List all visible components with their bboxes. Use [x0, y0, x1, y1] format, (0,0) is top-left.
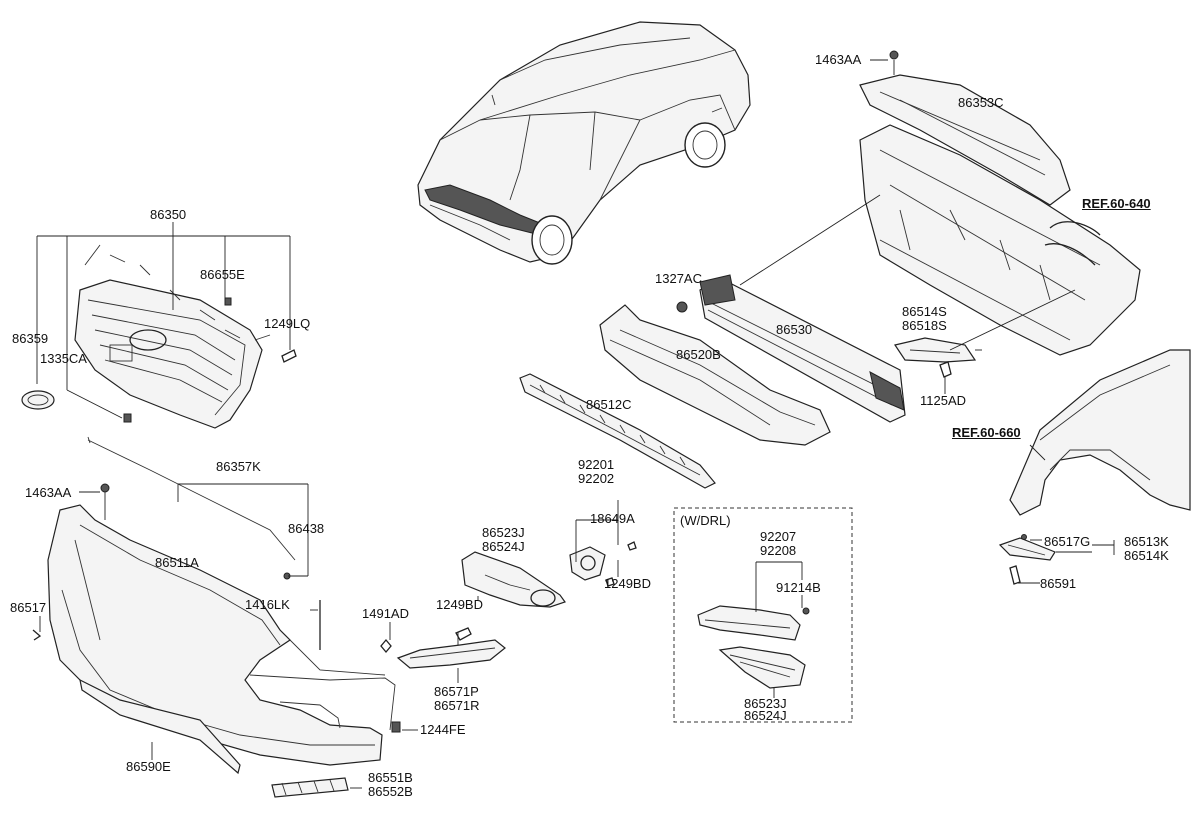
label-18649a: 18649A — [590, 511, 635, 526]
label-92201: 92201 — [578, 457, 615, 472]
front-bumper-cover — [32, 436, 401, 798]
label-86552b: 86552B — [368, 784, 413, 799]
label-92202: 92202 — [578, 471, 615, 486]
label-86571r: 86571R — [434, 698, 480, 713]
label-86530: 86530 — [776, 322, 813, 337]
label-86512c: 86512C — [586, 397, 632, 412]
radiator-support — [739, 50, 1141, 394]
label-ref-60-640: REF.60-640 — [1082, 196, 1151, 211]
label-91214b: 91214B — [776, 580, 821, 595]
label-86591: 86591 — [1040, 576, 1077, 591]
label-86523j-a: 86523J — [482, 525, 525, 540]
label-86520b: 86520B — [676, 347, 721, 362]
radiator-grille — [21, 244, 297, 429]
label-1463aa-top: 1463AA — [815, 52, 862, 67]
label-86551b: 86551B — [368, 770, 413, 785]
label-1463aa-left: 1463AA — [25, 485, 72, 500]
label-86350: 86350 — [150, 207, 187, 222]
label-1491ad: 1491AD — [362, 606, 409, 621]
label-86517g: 86517G — [1044, 534, 1091, 549]
fog-lamp-assembly — [396, 500, 637, 683]
label-92208: 92208 — [760, 543, 797, 558]
label-86524j-a: 86524J — [482, 539, 525, 554]
label-86438: 86438 — [288, 521, 325, 536]
bumper-beam-assembly — [519, 274, 906, 489]
label-1249bd-a: 1249BD — [436, 597, 483, 612]
label-1327ac: 1327AC — [655, 271, 702, 286]
bumper-leaders — [39, 483, 418, 789]
label-86524j-b: 86524J — [744, 708, 787, 723]
label-86514k: 86514K — [1124, 548, 1169, 563]
label-86571p: 86571P — [434, 684, 479, 699]
car-illustration — [417, 21, 751, 265]
label-86357k: 86357K — [216, 459, 261, 474]
label-1244fe: 1244FE — [420, 722, 466, 737]
label-86517: 86517 — [10, 600, 47, 615]
label-86514s: 86514S — [902, 304, 947, 319]
label-86353c: 86353C — [958, 95, 1004, 110]
label-1416lk: 1416LK — [245, 597, 290, 612]
label-1249lq: 1249LQ — [264, 316, 311, 331]
wdrl-box — [673, 507, 853, 723]
label-ref-60-660: REF.60-660 — [952, 425, 1021, 440]
label-1125ad: 1125AD — [920, 393, 967, 408]
label-86511a: 86511A — [155, 555, 199, 570]
label-86655e: 86655E — [200, 267, 245, 282]
label-1335ca: 1335CA — [40, 351, 87, 366]
label-86523j-b: 86523J — [744, 696, 787, 711]
grille-leaders — [36, 222, 291, 419]
label-86513k: 86513K — [1124, 534, 1169, 549]
label-86518s: 86518S — [902, 318, 947, 333]
label-1249bd-b: 1249BD — [604, 576, 651, 591]
front-fender — [998, 349, 1191, 585]
label-wdrl: (W/DRL) — [680, 513, 731, 528]
label-86590e: 86590E — [126, 759, 171, 774]
label-86359: 86359 — [12, 331, 49, 346]
label-92207: 92207 — [760, 529, 797, 544]
